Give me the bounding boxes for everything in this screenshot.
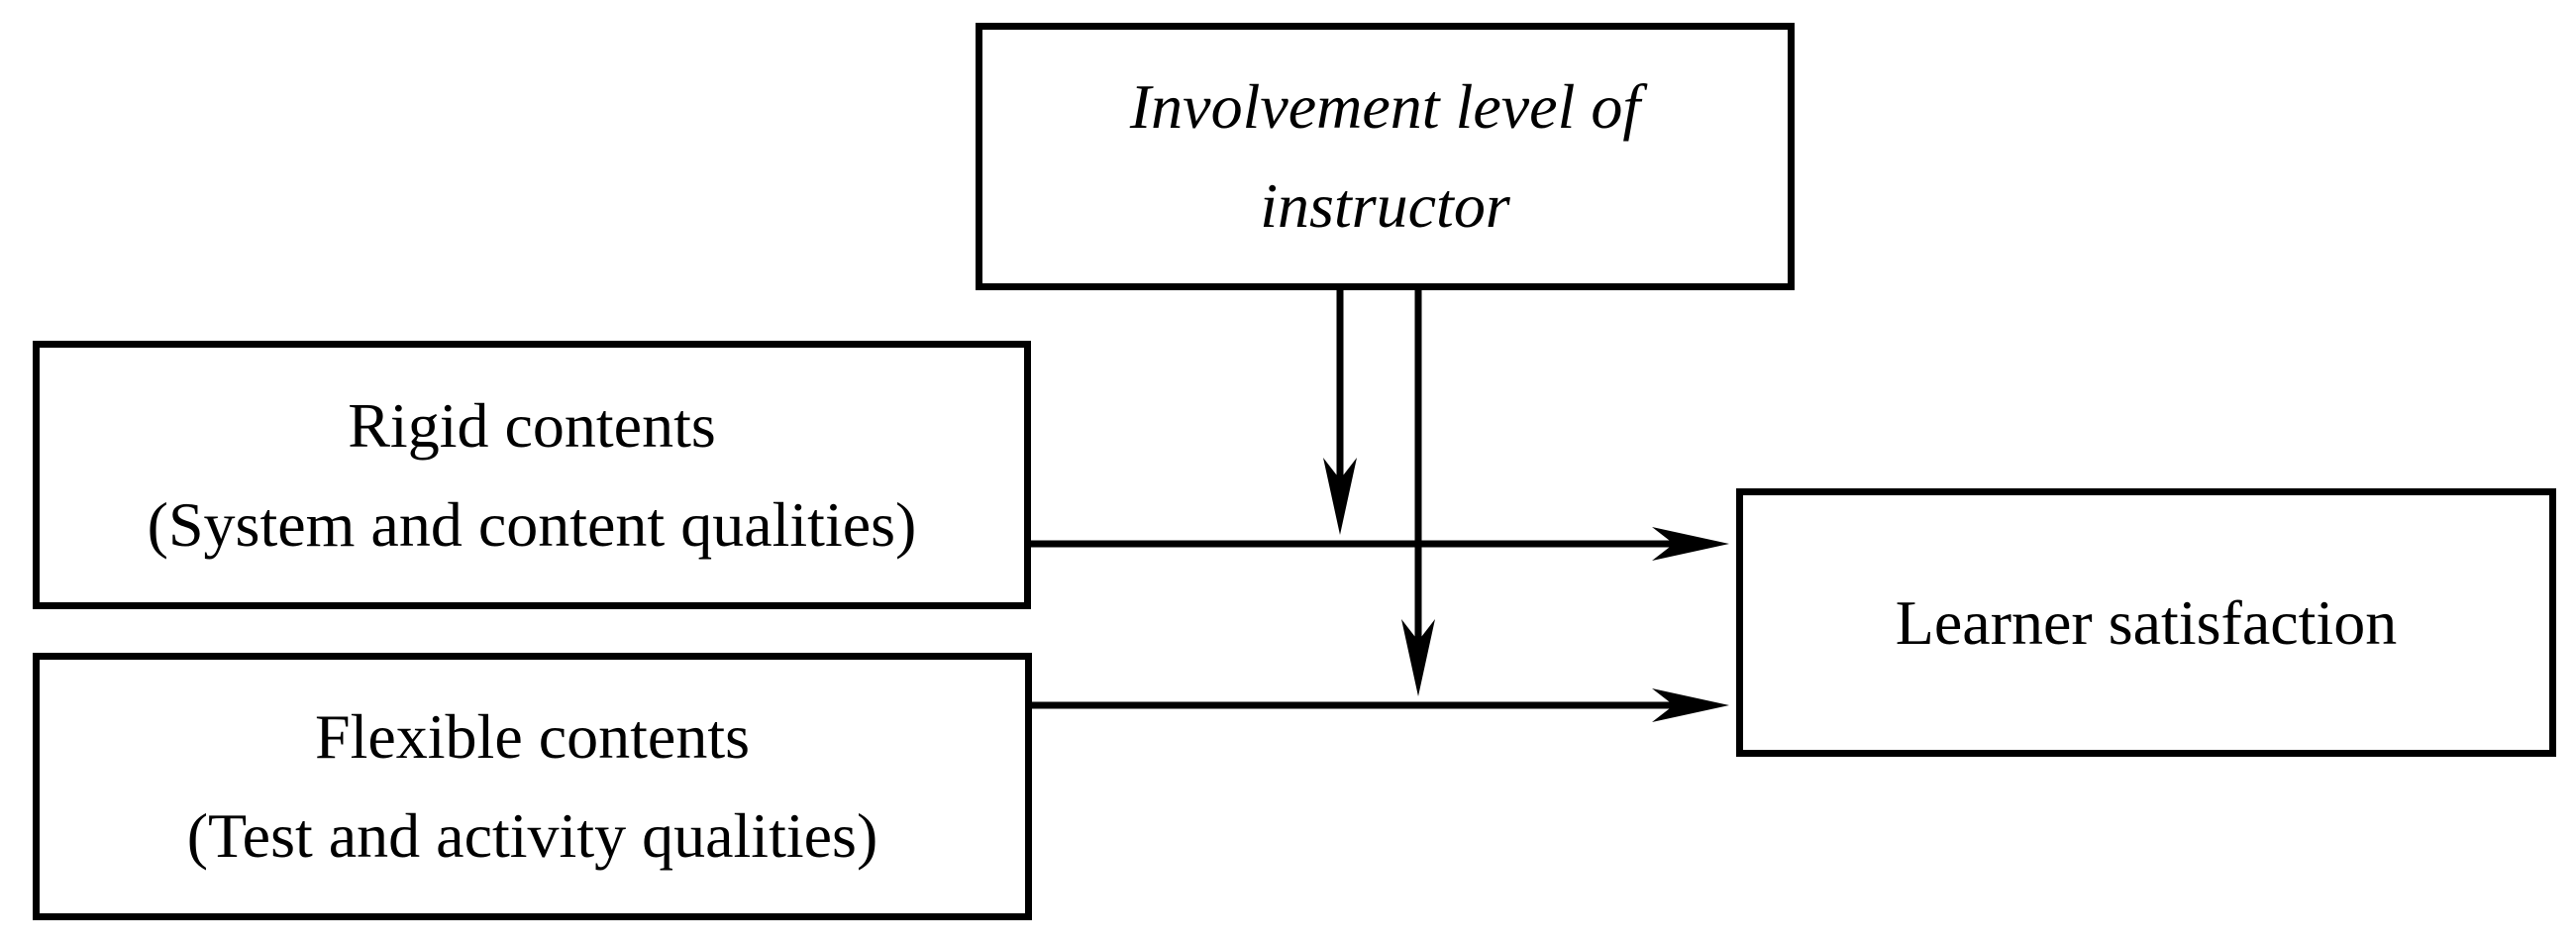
rigid-box-label-line2: (System and content qualities)	[147, 488, 917, 560]
moderator-box-involvement-level: Involvement level of instructor	[976, 23, 1795, 290]
arrow-flexible-to-outcome-head	[1652, 688, 1729, 722]
flexible-box-label-line2: (Test and activity qualities)	[186, 800, 878, 871]
predictor-box-rigid-contents: Rigid contents (System and content quali…	[33, 341, 1031, 609]
arrow-moderator-to-flexible-path-head	[1401, 619, 1435, 696]
moderator-box-label-line1: Involvement level of	[1129, 71, 1641, 142]
arrow-rigid-to-outcome-head	[1652, 527, 1729, 561]
outcome-box-learner-satisfaction: Learner satisfaction	[1736, 488, 2556, 757]
outcome-box-label: Learner satisfaction	[1895, 586, 2398, 658]
rigid-box-label-line1: Rigid contents	[348, 389, 716, 461]
flexible-box-label-line1: Flexible contents	[314, 701, 751, 772]
arrow-moderator-to-rigid-path-head	[1323, 458, 1357, 535]
moderator-box-label-line2: instructor	[1260, 170, 1510, 241]
predictor-box-flexible-contents: Flexible contents (Test and activity qua…	[33, 653, 1032, 920]
